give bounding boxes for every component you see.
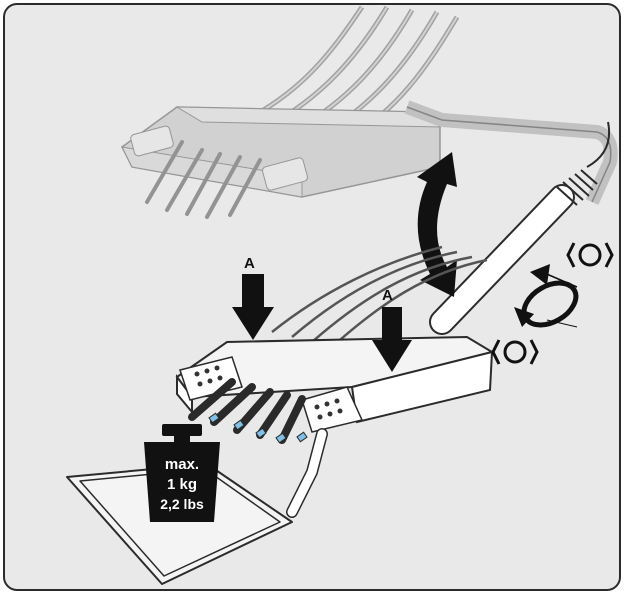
weight-line-3: 2,2 lbs xyxy=(160,496,204,512)
weight-limit-icon: max. 1 kg 2,2 lbs xyxy=(144,424,220,522)
rotate-arrows-icon xyxy=(514,264,579,328)
left-panel-buttons xyxy=(194,365,223,387)
arm-coil xyxy=(556,169,598,206)
support-arm xyxy=(429,121,610,335)
illustration-frame: A A max. 1 kg 2,2 lbs xyxy=(3,3,621,591)
weight-line-2: 1 kg xyxy=(167,476,197,493)
arrow-a-left xyxy=(232,274,274,340)
label-a-left: A xyxy=(244,255,255,272)
instrument-accents xyxy=(208,412,308,444)
rotation-lock-icon xyxy=(566,242,614,268)
label-a-right: A xyxy=(382,287,393,304)
upper-tray-ghost xyxy=(121,5,618,219)
rotation-unlock-icon xyxy=(491,339,539,365)
weight-line-1: max. xyxy=(165,456,199,473)
right-panel-buttons xyxy=(314,398,343,420)
dental-unit-illustration: A A max. 1 kg 2,2 lbs xyxy=(66,5,618,585)
arrow-a-right xyxy=(372,307,412,372)
lower-hoses xyxy=(271,245,488,348)
lower-tray xyxy=(175,245,495,518)
